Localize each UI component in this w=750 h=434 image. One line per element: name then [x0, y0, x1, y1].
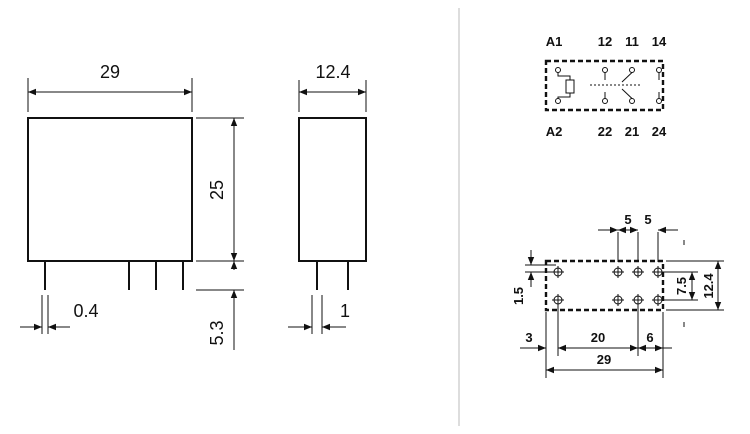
- contact-symbols: [590, 67, 662, 104]
- relay-body-front: [27, 117, 193, 262]
- footprint-depth-label: 12.4: [701, 273, 716, 299]
- terminal-label-24: 24: [652, 124, 667, 139]
- pitch-label-1: 5: [624, 212, 631, 227]
- relay-body-side: [298, 117, 367, 262]
- schematic-outline: [544, 59, 665, 112]
- row-spacing-label: 7.5: [674, 277, 689, 295]
- hole-offset-label: 1.5: [511, 287, 526, 305]
- pin-height-label: 5.3: [207, 320, 227, 345]
- pin-thickness-label: 0.4: [73, 301, 98, 321]
- pcb-footprint: 5 5 7.5 12.4 1.5 3 20 6 29: [511, 212, 724, 378]
- pcb-hole: [612, 294, 624, 306]
- front-width-label: 29: [100, 62, 120, 82]
- pcb-hole: [612, 266, 624, 278]
- side-view: 12.4 1: [288, 62, 367, 334]
- terminal-label-12: 12: [598, 34, 612, 49]
- side-pin-width-label: 1: [340, 301, 350, 321]
- terminal-label-21: 21: [625, 124, 639, 139]
- pcb-holes: [552, 266, 664, 306]
- front-view: 29 25 5.3 0.4: [20, 62, 244, 350]
- footprint-width-label: 29: [597, 352, 611, 367]
- edge-label-6: 6: [646, 330, 653, 345]
- wiring-schematic: A1 12 11 14 A2: [544, 34, 667, 139]
- pcb-hole: [632, 266, 644, 278]
- side-depth-label: 12.4: [315, 62, 350, 82]
- front-height-label: 25: [207, 180, 227, 200]
- terminal-label-a2: A2: [546, 124, 563, 139]
- footprint-outline: [544, 259, 665, 312]
- terminal-label-14: 14: [652, 34, 667, 49]
- terminal-label-22: 22: [598, 124, 612, 139]
- edge-label-3: 3: [525, 330, 532, 345]
- terminal-label-11: 11: [625, 34, 639, 49]
- coil-symbol: [555, 67, 575, 104]
- terminal-label-a1: A1: [546, 34, 563, 49]
- edge-label-20: 20: [591, 330, 605, 345]
- pitch-label-2: 5: [644, 212, 651, 227]
